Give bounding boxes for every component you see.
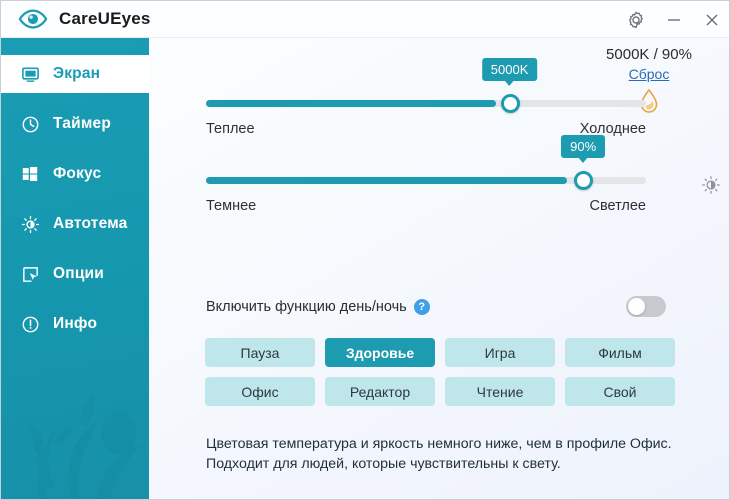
main-panel: 5000K / 90% Сброс 5000K Теплее Холоднее [149,38,729,499]
sidebar-item-label: Опции [53,265,105,282]
temperature-value-bubble: 5000K [481,58,538,86]
temperature-right-label: Холоднее [579,121,646,137]
brightness-slider-block: 90% [206,135,720,218]
brightness-fill [206,177,567,184]
cursor-box-icon [19,263,41,285]
app-title: CareUEyes [59,9,151,28]
description-line-2: Подходит для людей, которые чувствительн… [206,456,561,472]
preset-editor[interactable]: Редактор [325,377,435,406]
preset-reading[interactable]: Чтение [445,377,555,406]
brightness-icon[interactable] [701,175,721,200]
preset-game[interactable]: Игра [445,338,555,367]
leaf-decoration-icon [29,393,143,499]
readout-value: 5000K / 90% [606,46,692,63]
clock-icon [19,113,41,135]
sidebar-item-info[interactable]: Инфо [1,305,149,343]
daynight-row: Включить функцию день/ночь ? [206,293,666,321]
sidebar-item-label: Автотема [53,215,128,232]
daynight-label: Включить функцию день/ночь [206,299,407,315]
preset-office[interactable]: Офис [205,377,315,406]
sidebar: Экран Таймер [1,38,149,499]
preset-grid: Пауза Здоровье Игра Фильм Офис Редактор … [205,338,680,406]
brightness-slider[interactable]: 90% [206,135,720,197]
settings-readout: 5000K / 90% Сброс [584,46,714,114]
daynight-toggle[interactable] [626,296,666,317]
sidebar-item-autotheme[interactable]: Автотема [1,205,149,243]
temperature-fill [206,100,497,107]
preset-pause[interactable]: Пауза [205,338,315,367]
help-question-icon[interactable]: ? [413,299,430,315]
sidebar-item-label: Экран [53,65,101,82]
sidebar-item-focus[interactable]: Фокус [1,155,149,193]
sun-auto-icon [19,213,41,235]
preset-custom[interactable]: Свой [565,377,675,406]
sidebar-nav: Экран Таймер [1,38,149,343]
title-bar: CareUEyes [1,1,729,38]
temperature-end-labels: Теплее Холоднее [206,121,646,141]
sidebar-item-label: Таймер [53,115,111,132]
eye-icon [18,8,48,30]
brightness-left-label: Темнее [206,198,257,214]
windows-grid-icon [19,163,41,185]
app-brand: CareUEyes [1,8,151,30]
close-icon[interactable] [693,1,729,38]
sidebar-item-timer[interactable]: Таймер [1,105,149,143]
droplet-icon[interactable] [584,88,714,114]
sidebar-item-screen[interactable]: Экран [1,55,149,93]
temperature-slider-block: 5000K Теплее Холоднее [206,58,666,141]
gear-icon[interactable] [617,1,655,38]
temperature-track[interactable] [206,100,646,107]
sidebar-item-options[interactable]: Опции [1,255,149,293]
reset-link[interactable]: Сброс [628,66,670,82]
toggle-knob [628,298,645,315]
preset-health[interactable]: Здоровье [325,338,435,367]
description-line-1: Цветовая температура и яркость немного н… [206,436,672,452]
brightness-value-bubble: 90% [561,135,606,163]
minimize-icon[interactable] [655,1,693,38]
preset-description: Цветовая температура и яркость немного н… [206,434,706,474]
sidebar-item-label: Инфо [53,315,98,332]
sidebar-item-label: Фокус [53,165,102,182]
temperature-left-label: Теплее [206,121,255,137]
preset-movie[interactable]: Фильм [565,338,675,367]
brightness-track[interactable] [206,177,646,184]
temperature-handle[interactable] [500,94,520,113]
brightness-right-label: Светлее [589,198,646,214]
info-circle-icon [19,313,41,335]
monitor-icon [19,63,41,85]
brightness-end-labels: Темнее Светлее [206,198,646,218]
window-controls [617,1,729,38]
temperature-slider[interactable]: 5000K [206,58,666,120]
brightness-handle[interactable] [574,171,594,190]
